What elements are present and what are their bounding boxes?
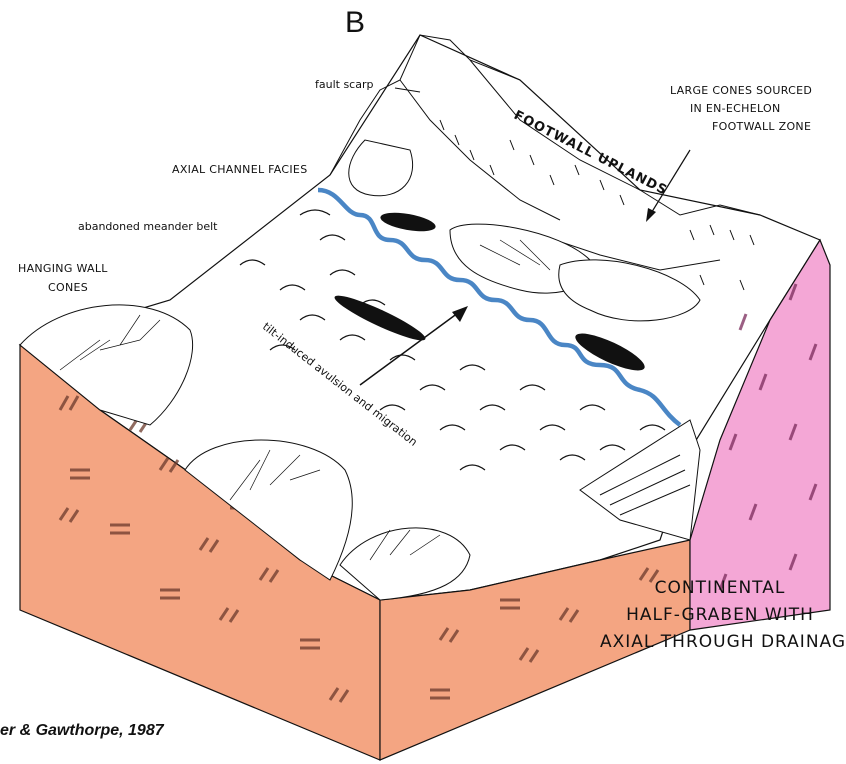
fault-scarp-label: fault scarp	[315, 78, 373, 91]
title-line-3: AXIAL THROUGH DRAINAGE	[600, 629, 840, 656]
title-line-2: HALF-GRABEN WITH	[600, 602, 840, 629]
axial-channel-label: AXIAL CHANNEL FACIES	[172, 163, 307, 176]
abandoned-meander-label: abandoned meander belt	[78, 220, 217, 233]
figure-title: CONTINENTAL HALF-GRABEN WITH AXIAL THROU…	[600, 575, 840, 656]
panel-label: B	[345, 6, 365, 40]
large-cones-label-line3: FOOTWALL ZONE	[712, 120, 811, 133]
large-cones-label-line2: IN EN-ECHELON	[690, 102, 781, 115]
hanging-wall-label-line1: HANGING WALL	[18, 262, 108, 275]
citation: er & Gawthorpe, 1987	[0, 722, 164, 740]
fault-scarp-cone	[349, 140, 413, 196]
large-cones-label-line1: LARGE CONES SOURCED	[670, 84, 812, 97]
hanging-wall-label-line2: CONES	[48, 281, 88, 294]
title-line-1: CONTINENTAL	[600, 575, 840, 602]
